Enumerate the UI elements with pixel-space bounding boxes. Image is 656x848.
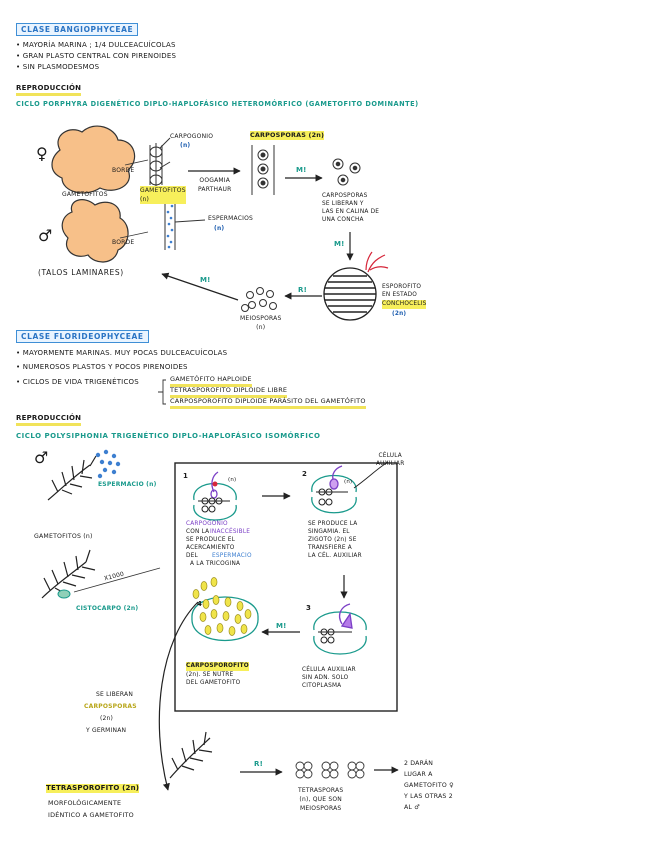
step4-text-b: (2n). SE NUTRE DEL GAMETOFITO bbox=[186, 672, 241, 686]
step1-text-a: CON LA bbox=[186, 529, 210, 535]
male-gametophyte-branch bbox=[47, 455, 97, 501]
borde-pointer-1 bbox=[124, 159, 149, 166]
step1-text-b: SE PRODUCE EL ACERCAMIENTO DEL bbox=[186, 537, 236, 559]
r2-label: R! bbox=[254, 760, 263, 768]
arrow-release-curve bbox=[158, 601, 199, 791]
released-carpospores-sec2 bbox=[192, 577, 218, 599]
r1-label: R! bbox=[298, 286, 307, 294]
step4-text-a: CARPOSPOROFITO bbox=[186, 662, 249, 671]
section1-bullet-2: • GRAN PLASTO CENTRAL CON PIRENOIDES bbox=[16, 52, 177, 60]
conchocelis-shell bbox=[323, 251, 389, 321]
gametofitos-n-label: GAMETOFITOS (n) bbox=[140, 186, 186, 204]
step4-drawing bbox=[191, 595, 259, 642]
carposporas-liberan-label: CARPOSPORAS SE LIBERAN Y LAS EN CALINA D… bbox=[322, 193, 380, 223]
oogamia-label: OOGAMIA PARTHAUR bbox=[198, 177, 232, 193]
germinan-label: Y GERMINAN bbox=[86, 727, 127, 734]
carpogonio-label: CARPOGONIO bbox=[170, 133, 214, 140]
section2-cycle-title: CICLO POLYSIPHONIA TRIGENÉTICO DIPLO-HAP… bbox=[16, 432, 321, 440]
tetrasporofito-label: TETRASPOROFITO (2n) bbox=[46, 784, 140, 793]
step3-drawing bbox=[313, 603, 367, 655]
section1-repro-heading: REPRODUCCIÓN bbox=[16, 84, 82, 96]
espermacios-n: (n) bbox=[214, 225, 225, 232]
cistocarpo-label: CISTOCARPO (2n) bbox=[76, 605, 139, 612]
female-symbol: ♀ bbox=[36, 144, 48, 163]
borde-pointer-2 bbox=[119, 231, 149, 239]
step-3-number: 3 bbox=[306, 604, 312, 612]
carposporas-label: CARPOSPORAS (2n) bbox=[250, 131, 325, 140]
section2-repro-heading: REPRODUCCIÓN bbox=[16, 414, 82, 426]
gametofitos-label: GAMETOFITOS bbox=[62, 191, 108, 198]
process-box bbox=[174, 462, 398, 712]
step2-drawing bbox=[311, 465, 357, 514]
tetrasporophyte-branch bbox=[169, 731, 213, 779]
borde-label-1: BORDE bbox=[112, 167, 135, 174]
phase-1: GAMETÓFITO HAPLOIDE bbox=[170, 375, 252, 387]
borde-label-2: BORDE bbox=[112, 239, 135, 246]
phase-3: CARPOSPOROFITO DIPLOIDE PARÁSITO DEL GAM… bbox=[170, 397, 366, 409]
m2-label: M! bbox=[334, 240, 345, 248]
step-1-number: 1 bbox=[183, 472, 189, 480]
tetrasporas-label: TETRASPORAS (n), QUE SON MEIOSPORAS bbox=[298, 787, 344, 812]
step3-text: CÉLULA AUXILIAR SIN ADN. SOLO CITOPLASMA bbox=[302, 667, 356, 689]
step1-text-c: A LA TRICOGINA bbox=[190, 561, 241, 567]
esporofito-2n: (2n) bbox=[392, 311, 407, 317]
male-symbol: ♂ bbox=[38, 226, 53, 245]
step1-drawing bbox=[193, 471, 237, 521]
gametofitos-n-sec2: GAMETOFITOS (n) bbox=[34, 533, 93, 540]
m-box-label: M! bbox=[276, 622, 287, 630]
section2-bullet-3: • CICLOS DE VIDA TRIGENÉTICOS bbox=[16, 378, 139, 386]
step-2-number: 2 bbox=[302, 470, 308, 478]
section1-bullet-1: • MAYORÍA MARINA ; 1/4 DULCEACUÍCOLAS bbox=[16, 41, 176, 49]
tetra-desc-label: MORFOLÓGICAMENTE IDÉNTICO A GAMETOFITO bbox=[48, 799, 134, 819]
conchocelis-label: CONCHOCELIS bbox=[382, 300, 427, 309]
step-4-number: 4 bbox=[197, 600, 203, 608]
phases-bracket bbox=[158, 379, 166, 405]
m3-label: M! bbox=[200, 276, 211, 284]
espermacio-word: ESPERMACIO bbox=[212, 553, 252, 559]
carposporas-2n-label: (2n) bbox=[100, 715, 114, 722]
inaccesible-word: INACCÉSIBLE bbox=[210, 529, 251, 535]
n-label-step2: (n) bbox=[344, 479, 353, 485]
espermacios-label: ESPERMACIOS bbox=[208, 215, 254, 222]
spermatia-filament bbox=[164, 195, 206, 250]
section1-cycle-title: CICLO PORPHYRA DIGENÉTICO DIPLO-HAPLOFÁS… bbox=[16, 100, 419, 108]
celula-auxiliar-top: CÉLULA AUXILIAR bbox=[376, 453, 405, 467]
carpogonio-word: CARPOGONIO bbox=[186, 521, 228, 527]
meiosporas-label: MEIOSPORAS (n) bbox=[240, 315, 282, 331]
step2-text: SE PRODUCE LA SINGAMIA. EL ZIGOTO (2n) S… bbox=[308, 521, 362, 559]
n-label-step1: (n) bbox=[228, 477, 237, 483]
celula-auxiliar-pointer bbox=[353, 461, 389, 489]
released-carpospores bbox=[332, 158, 361, 186]
section1-title: CLASE BANGIOPHYCEAE bbox=[16, 23, 139, 36]
arrow-m3 bbox=[161, 272, 239, 301]
female-gametophyte-thallus bbox=[51, 125, 136, 194]
spermatia-cluster bbox=[95, 449, 121, 479]
m1-label: M! bbox=[296, 166, 307, 174]
carposporas-sec2-label: CARPOSPORAS bbox=[84, 703, 137, 710]
carpogonium-filament bbox=[149, 137, 171, 187]
x1000-pointer bbox=[73, 567, 161, 593]
section2-title: CLASE FLORIDEOPHYCEAE bbox=[16, 330, 149, 343]
final-outcome-label: 2 DARÁN LUGAR A GAMETOFITO ♀ Y LAS OTRAS… bbox=[404, 760, 454, 811]
meiospores bbox=[241, 287, 277, 312]
cystocarp bbox=[57, 589, 71, 599]
phase-2: TETRASPOROFITO DIPLOIDE LIBRE bbox=[170, 386, 288, 398]
section2-bullet-1: • MAYORMENTE MARINAS. MUY POCAS DULCEACU… bbox=[16, 349, 228, 357]
se-liberan-label: SE LIBERAN bbox=[96, 691, 134, 698]
section2-bullet-2: • NUMEROSOS PLASTOS Y POCOS PIRENOIDES bbox=[16, 363, 188, 371]
carposporangia bbox=[251, 145, 275, 195]
section1-bullet-3: • SIN PLASMODESMOS bbox=[16, 63, 100, 71]
esporofito-label: ESPOROFITO EN ESTADO bbox=[382, 284, 422, 298]
tetraspores bbox=[295, 761, 365, 779]
male-symbol-sec2: ♂ bbox=[34, 448, 49, 467]
spermatia-dots bbox=[166, 198, 174, 249]
male-gametophyte-thallus bbox=[61, 199, 129, 263]
talos-laminares-label: (TALOS LAMINARES) bbox=[38, 268, 124, 277]
carpogonio-n: (n) bbox=[180, 142, 191, 149]
espermacio-label: ESPERMACIO (n) bbox=[98, 481, 157, 488]
